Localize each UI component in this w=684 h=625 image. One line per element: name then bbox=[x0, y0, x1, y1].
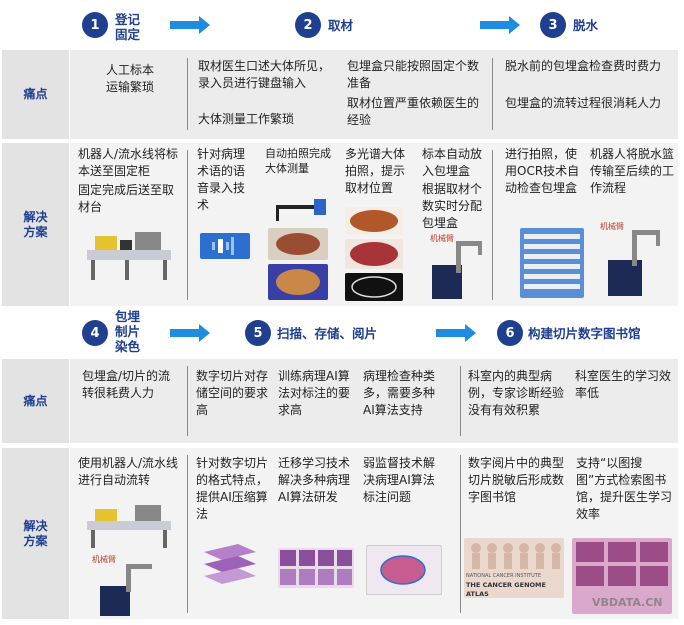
pain-text: 取材医生口述大体所见，录入员进行键盘输入 bbox=[198, 59, 331, 90]
solution-text: 多光谱大体拍照，提示取材位置 bbox=[345, 147, 406, 195]
solution-text: 标本自动放入包埋盒 bbox=[422, 147, 483, 178]
solution-text: 弱监督技术解决病理AI算法标注问题 bbox=[363, 456, 436, 504]
row-label-solution: 解决 方案 bbox=[2, 143, 69, 306]
solution-text: 支持“以图搜图”方式检索图书馆，提升医生学习效率 bbox=[576, 456, 673, 521]
divider bbox=[492, 58, 493, 130]
stage-2-label: 取材 bbox=[328, 18, 354, 33]
compression-slides-image bbox=[198, 540, 262, 590]
solution-text: 根据取材个数实时分配包埋盒 bbox=[422, 182, 483, 230]
solution-text: 进行拍照，使用OCR技术自动检查包埋盒 bbox=[505, 147, 580, 195]
solution-text: 针对病理术语的语音录入技术 bbox=[197, 147, 246, 212]
pain-text: 科室医生的学习效率低 bbox=[575, 369, 672, 400]
stage-5-number: 5 bbox=[245, 320, 271, 346]
conveyor-robot-image bbox=[85, 228, 175, 283]
conveyor-robot-image bbox=[85, 503, 175, 551]
multispectral-tissue-image bbox=[345, 273, 403, 301]
tcga-library-image bbox=[464, 538, 564, 598]
stage-3-number: 3 bbox=[540, 12, 566, 38]
divider bbox=[187, 366, 188, 436]
image-search-slides-image bbox=[572, 538, 672, 614]
row-label-pain: 痛点 bbox=[2, 50, 69, 139]
divider bbox=[460, 366, 461, 436]
solution-text: 自动拍照完成大体测量 bbox=[265, 147, 331, 175]
solution-text: 机器人/流水线将标本送至固定柜 bbox=[78, 147, 179, 178]
divider bbox=[492, 150, 493, 300]
divider bbox=[187, 455, 188, 613]
multispectral-tissue-image bbox=[345, 239, 403, 269]
pain-band-bottom bbox=[70, 359, 678, 443]
robot-arm-image bbox=[426, 235, 488, 301]
stage-1-number: 1 bbox=[82, 12, 108, 38]
stage-3-label: 脱水 bbox=[573, 18, 599, 33]
pain-band-top bbox=[70, 50, 678, 139]
pain-text: 包埋盒的流转过程很消耗人力 bbox=[505, 96, 662, 110]
pain-text: 病理检查种类多，需要多种AI算法支持 bbox=[363, 369, 436, 417]
row-label-pain: 痛点 bbox=[2, 359, 69, 443]
pain-text: 取材位置严重依赖医生的经验 bbox=[347, 96, 480, 127]
solution-text: 迁移学习技术解决多种病理AI算法研发 bbox=[278, 456, 351, 504]
pain-text: 训练病理AI算法对标注的要求高 bbox=[278, 369, 351, 417]
solution-text: 固定完成后送至取材台 bbox=[78, 183, 175, 214]
pain-text: 脱水前的包埋盒检查费时费力 bbox=[505, 59, 662, 73]
stage-5-label: 扫描、存储、阅片 bbox=[277, 326, 378, 341]
solution-text: 机器人将脱水篮传输至后续的工作流程 bbox=[590, 147, 675, 195]
watermark-text: VBDATA.CN bbox=[592, 596, 663, 609]
row-label-solution: 解决 方案 bbox=[2, 448, 69, 619]
robot-tag-label: 机械臂 bbox=[430, 234, 454, 243]
divider bbox=[460, 455, 461, 613]
stage-6-label: 构建切片数字图书馆 bbox=[528, 326, 641, 341]
divider bbox=[187, 58, 188, 130]
arrow-icon bbox=[480, 16, 520, 34]
tcga-caption: THE CANCER GENOME ATLAS bbox=[466, 581, 546, 598]
tissue-measure-image bbox=[268, 228, 328, 260]
robot-tag-label: 机械臂 bbox=[600, 222, 624, 231]
stage-1-label: 登记 固定 bbox=[115, 12, 141, 42]
arrow-icon bbox=[170, 16, 210, 34]
voice-input-image bbox=[200, 233, 250, 259]
stage-6-number: 6 bbox=[497, 320, 523, 346]
robot-arm-image bbox=[96, 562, 160, 617]
stage-2-number: 2 bbox=[295, 12, 321, 38]
robot-tag-label: 机械臂 bbox=[92, 555, 116, 564]
arrow-icon bbox=[170, 324, 210, 342]
pain-text: 数字切片对存储空间的要求高 bbox=[196, 369, 269, 417]
robot-arm-image bbox=[598, 218, 668, 298]
stage-4-number: 4 bbox=[82, 320, 108, 346]
pain-text: 人工标本 运输繁琐 bbox=[105, 63, 154, 94]
tissue-measure-image bbox=[268, 264, 328, 300]
pathology-tiles-image bbox=[278, 548, 354, 588]
multispectral-tissue-image bbox=[345, 207, 403, 235]
pain-text: 包埋盒/切片的流转很耗费人力 bbox=[82, 369, 171, 400]
pain-text: 科室内的典型病例，专家诊断经验没有有效积累 bbox=[468, 369, 565, 417]
solution-text: 数字阅片中的典型切片脱敏后形成数字图书馆 bbox=[468, 456, 565, 504]
solution-text: 使用机器人/流水线进行自动流转 bbox=[78, 456, 179, 487]
tcga-caption: NATIONAL CANCER INSTITUTE bbox=[466, 573, 541, 579]
solution-text: 针对数字切片的格式特点，提供AI压缩算法 bbox=[196, 456, 269, 521]
stage-4-label: 包埋 制片 染色 bbox=[115, 309, 141, 354]
pain-text: 大体测量工作繁琐 bbox=[198, 112, 295, 126]
annotation-slide-image bbox=[366, 545, 442, 595]
cassette-rack-image bbox=[520, 228, 584, 298]
pain-text: 包埋盒只能按照固定个数准备 bbox=[347, 59, 480, 90]
arrow-icon bbox=[436, 324, 476, 342]
divider bbox=[187, 150, 188, 300]
camera-image bbox=[268, 195, 328, 223]
